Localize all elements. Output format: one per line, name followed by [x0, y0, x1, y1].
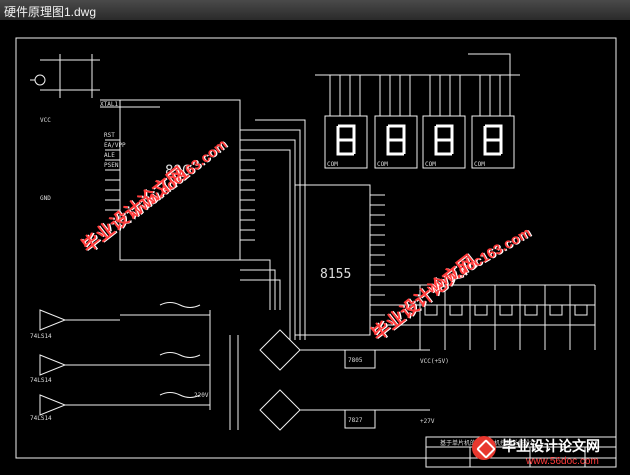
regulator-7827 — [344, 409, 376, 429]
voltage-label-5v: VCC(+5V) — [420, 358, 449, 365]
vcc-label: VCC — [40, 117, 51, 124]
logic-label-2: 74LS14 — [30, 377, 52, 384]
regulator-label-1: 7805 — [348, 357, 363, 364]
display-digit-3 — [422, 115, 466, 169]
display-digit-1 — [324, 115, 368, 169]
logo-icon — [472, 436, 496, 460]
display-com-3: COM — [425, 161, 436, 168]
logo-name: 毕业设计论文网 — [502, 438, 600, 454]
regulator-label-2: 7827 — [348, 417, 363, 424]
title-block — [425, 436, 617, 468]
voltage-label-27v: +27V — [420, 418, 435, 425]
display-com-1: COM — [327, 161, 338, 168]
display-wiring — [315, 53, 520, 116]
xtal-label: XTAL1 — [100, 101, 118, 108]
logic-label-1: 74LS14 — [30, 333, 52, 340]
display-digit-2 — [374, 115, 418, 169]
seven-seg-display-group: COM COM COM COM — [324, 115, 515, 169]
rst-label: RST — [104, 132, 115, 139]
chip-89c-pins — [105, 129, 255, 241]
power-supply — [229, 329, 430, 431]
logo-url: www.56doc.com — [526, 456, 599, 467]
transformer-label: 220V — [194, 392, 209, 399]
logic-label-3: 74LS14 — [30, 415, 52, 422]
display-com-4: COM — [474, 161, 485, 168]
keypad-area — [385, 284, 596, 350]
chip-89c-label: 89C — [165, 163, 190, 179]
bus-lines — [240, 119, 306, 340]
site-logo: 毕业设计论文网 www.56doc.com — [472, 436, 626, 474]
drawing-canvas[interactable]: 89C 8155 COM COM COM COM — [0, 20, 630, 471]
ea-label: EA/VPP — [104, 142, 126, 149]
driver-section — [39, 302, 211, 416]
window-title: 硬件原理图1.dwg — [4, 5, 97, 19]
display-digit-4 — [471, 115, 515, 169]
frame-border — [15, 37, 617, 459]
display-com-2: COM — [377, 161, 388, 168]
regulator-7805 — [344, 349, 376, 369]
psen-label: PSEN — [104, 162, 119, 169]
title-bar: 硬件原理图1.dwg — [0, 0, 630, 21]
chip-8155-label: 8155 — [320, 267, 351, 282]
chip-8155-pins — [370, 194, 385, 316]
crystal-block — [30, 54, 160, 108]
ale-label: ALE — [104, 152, 115, 159]
gnd-label: GND — [40, 195, 51, 202]
chip-8155 — [294, 184, 371, 336]
